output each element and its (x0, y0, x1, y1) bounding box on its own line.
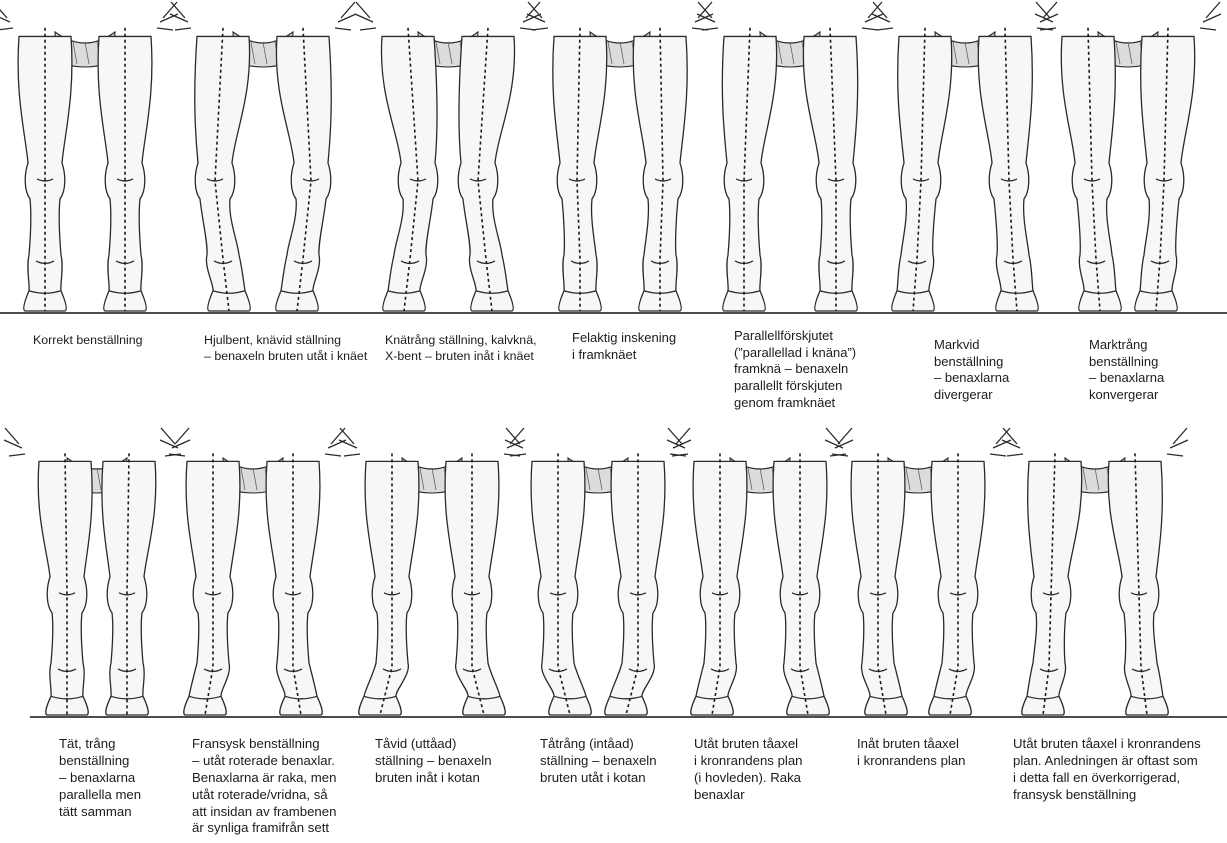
caption-inat-bruten-taaxel: Inåt bruten tåaxel i kronrandens plan (857, 736, 966, 770)
caption-marktrang: Marktrång benställning – benaxlarna konv… (1089, 337, 1164, 404)
caption-utat-bruten-taaxel: Utåt bruten tåaxel i kronrandens plan (i… (694, 736, 803, 804)
caption-tavid: Tåvid (uttåad) ställning – benaxeln brut… (375, 736, 492, 787)
row2-pair-5-tuft-right (832, 428, 853, 456)
row1-pair-5-right-leg (803, 36, 857, 311)
row2-pair-3-tuft-right (504, 428, 525, 456)
row1-pair-2-tuft-right (335, 2, 356, 30)
row2-pair-6-tuft-left (825, 428, 846, 456)
caption-fransysk: Fransysk benställning – utåt roterade be… (192, 736, 336, 837)
caption-korrekt: Korrekt benställning (33, 333, 143, 349)
row2-pair-1-tuft-right (169, 428, 190, 456)
row2-pair-7-tuft-right (1167, 428, 1188, 456)
caption-hjulbent: Hjulbent, knävid ställning – benaxeln br… (204, 333, 367, 365)
row1-pair-3-right-leg (458, 36, 514, 311)
row1-pair-2-left-leg (195, 36, 250, 311)
caption-utat-bruten-overkorrigerad: Utåt bruten tåaxel i kronrandens plan. A… (1013, 736, 1201, 804)
row2-pair-1-right-leg (102, 461, 156, 715)
row1-pair-2-right-leg (276, 36, 331, 311)
caption-felaktig-inskening: Felaktig inskening i framknäet (572, 330, 676, 363)
leg-illustrations-row-1 (0, 2, 1221, 311)
row1-pair-5-left-leg (722, 36, 776, 311)
row2-pair-1-tuft-left (4, 428, 25, 456)
caption-parallellforskjutet: Parallellförskjutet (”parallellad i knän… (734, 328, 856, 411)
row1-pair-1-tuft-left (0, 2, 13, 30)
row1-pair-5-tuft-right (862, 2, 883, 30)
caption-markvid: Markvid benställning – benaxlarna diverg… (934, 337, 1009, 404)
row1-pair-3-tuft-left (355, 2, 376, 30)
row2-pair-7-tuft-left (1002, 428, 1023, 456)
row2-pair-1-left-leg (38, 461, 92, 715)
row1-pair-3-left-leg (381, 36, 437, 311)
row2-pair-4-tuft-left (505, 428, 526, 456)
leg-illustrations-row-2 (4, 428, 1188, 715)
row1-pair-7-tuft-right (1200, 2, 1221, 30)
caption-tat-trang: Tät, trång benställning – benaxlarna par… (59, 736, 141, 820)
caption-knatrang: Knätrång ställning, kalvknä, X-bent – br… (385, 333, 537, 365)
row2-pair-2-tuft-left (160, 428, 181, 456)
caption-tatrang: Tåtrång (intåad) ställning – benaxeln br… (540, 736, 657, 787)
row1-pair-6-tuft-left (872, 2, 893, 30)
